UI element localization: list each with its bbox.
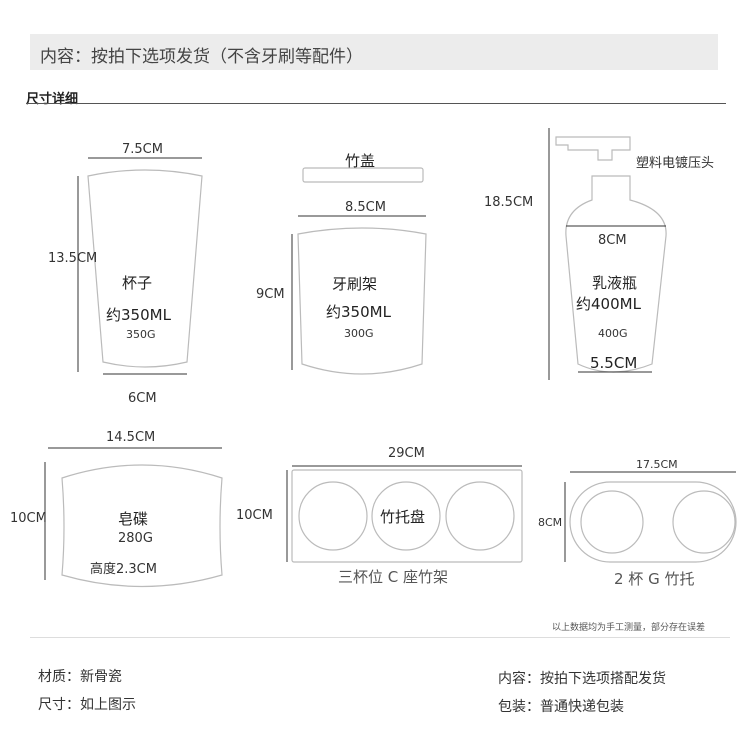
cup-bottom-width: 6CM	[128, 391, 157, 406]
tray-two-slot	[672, 490, 736, 554]
soap-depth: 高度2.3CM	[90, 562, 157, 577]
bottle-bottom-width: 5.5CM	[590, 354, 638, 372]
header-content-text: 内容：按拍下选项发货（不含牙刷等配件）	[40, 47, 363, 67]
soap-height: 10CM	[10, 511, 47, 526]
tray-two-outline	[569, 481, 737, 563]
cup-height: 13.5CM	[48, 251, 98, 266]
tray-two-width: 17.5CM	[636, 458, 678, 471]
tray-three-caption: 三杯位 C 座竹架	[338, 568, 449, 586]
tray-three-slot	[445, 481, 515, 551]
bottle-capacity: 约400ML	[576, 295, 641, 313]
footer-material: 材质：新骨瓷	[38, 669, 122, 685]
soap-name: 皂碟	[118, 510, 149, 528]
bottle-width: 8CM	[598, 233, 627, 248]
lid-label: 竹盖	[345, 152, 376, 170]
bottle-name: 乳液瓶	[592, 274, 638, 292]
tray-three-height: 10CM	[236, 508, 273, 523]
cup-weight: 350G	[126, 328, 156, 341]
soap-dish-outline	[61, 464, 223, 588]
holder-outline	[297, 227, 427, 375]
tray-three-slot	[298, 481, 368, 551]
soap-width: 14.5CM	[106, 430, 156, 445]
holder-width: 8.5CM	[345, 200, 386, 215]
cup-top-width: 7.5CM	[122, 142, 163, 157]
tray-three-name: 竹托盘	[380, 508, 426, 526]
footer-content: 内容：按拍下选项搭配发货	[498, 671, 666, 687]
holder-height: 9CM	[256, 287, 285, 302]
tray-two-caption: 2 杯 G 竹托	[614, 570, 695, 588]
holder-capacity: 约350ML	[326, 303, 391, 321]
cup-name: 杯子	[122, 274, 153, 292]
soap-weight: 280G	[118, 531, 153, 546]
tray-three-slot	[371, 481, 441, 551]
section-divider	[26, 103, 726, 104]
measurement-note: 以上数据均为手工测量，部分存在误差	[552, 623, 706, 633]
bottle-pump-outline	[555, 136, 631, 161]
tray-three-width: 29CM	[388, 446, 425, 461]
holder-name: 牙刷架	[332, 275, 378, 293]
holder-weight: 300G	[344, 327, 374, 340]
tray-two-height: 8CM	[538, 516, 563, 529]
bottle-pump-label: 塑料电镀压头	[636, 156, 715, 171]
bottle-height: 18.5CM	[484, 195, 534, 210]
tray-two-slot	[580, 490, 644, 554]
footer-divider	[30, 637, 730, 638]
cup-outline	[87, 169, 203, 368]
header-banner	[30, 34, 718, 70]
cup-capacity: 约350ML	[106, 306, 171, 324]
lid-outline	[302, 167, 424, 183]
bottle-weight: 400G	[598, 327, 628, 340]
footer-size: 尺寸：如上图示	[38, 697, 136, 713]
footer-packaging: 包装：普通快递包装	[498, 699, 624, 715]
tray-three-outline	[291, 469, 523, 563]
